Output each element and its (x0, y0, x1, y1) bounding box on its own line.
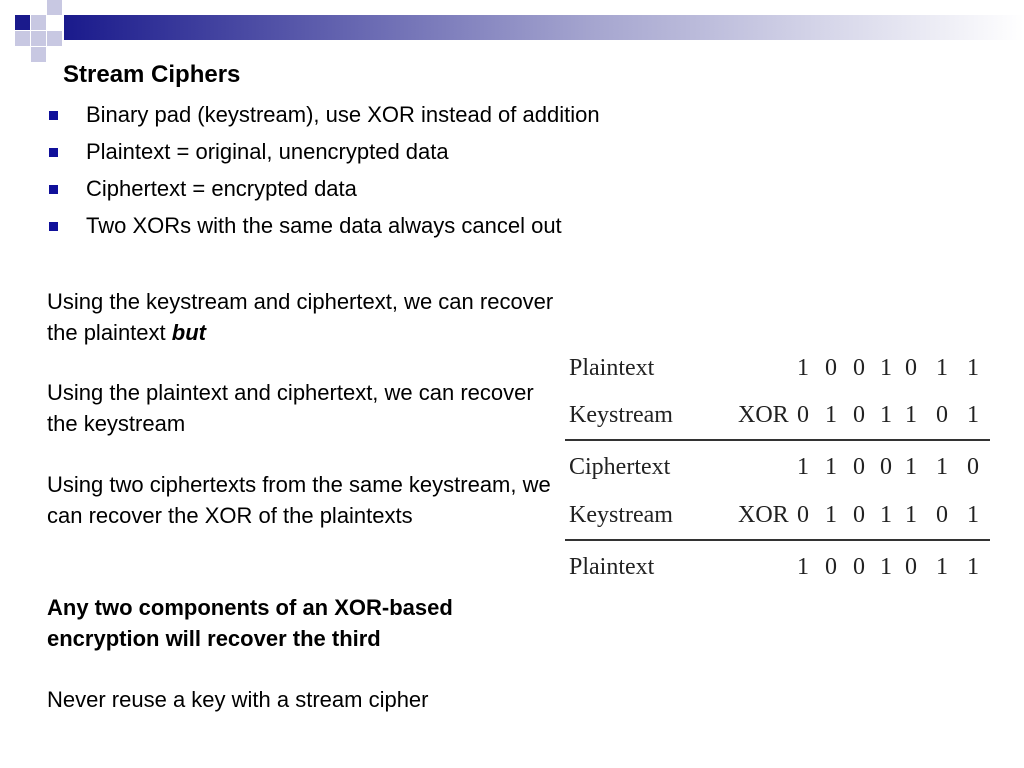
xor-bit: 0 (853, 355, 865, 381)
bullet-text: Two XORs with the same data always cance… (86, 213, 562, 238)
xor-bit: 0 (797, 402, 809, 428)
xor-bit: 1 (936, 454, 948, 480)
xor-bit: 1 (880, 554, 892, 580)
xor-bit: 0 (905, 355, 917, 381)
xor-bit: 1 (825, 502, 837, 528)
xor-bit: 1 (825, 454, 837, 480)
xor-bit: 0 (825, 554, 837, 580)
bullet-square-icon (49, 111, 58, 120)
xor-bit: 1 (936, 355, 948, 381)
bullet-item: Binary pad (keystream), use XOR instead … (46, 100, 600, 137)
xor-bit: 0 (853, 502, 865, 528)
deco-square (15, 15, 30, 30)
xor-bit: 0 (853, 402, 865, 428)
deco-square (31, 15, 46, 30)
paragraph-two-ciphertexts: Using two ciphertexts from the same keys… (47, 472, 551, 528)
xor-bit: 0 (967, 454, 979, 480)
xor-bit: 1 (880, 355, 892, 381)
xor-bit: 0 (853, 554, 865, 580)
xor-bit: 0 (936, 402, 948, 428)
bullet-item: Plaintext = original, unencrypted data (46, 137, 600, 174)
deco-square (31, 31, 46, 46)
bullet-square-icon (49, 185, 58, 194)
header-banner (64, 15, 1024, 40)
xor-bit: 0 (853, 454, 865, 480)
xor-divider-line (565, 539, 990, 541)
xor-operator: XOR (738, 402, 789, 428)
xor-row-label: Plaintext (569, 554, 655, 580)
xor-bit: 1 (936, 554, 948, 580)
bullet-square-icon (49, 148, 58, 157)
xor-bit: 1 (797, 554, 809, 580)
xor-bit: 1 (967, 502, 979, 528)
xor-row-label: Plaintext (569, 355, 655, 381)
xor-row-label: Ciphertext (569, 454, 671, 480)
bullet-item: Ciphertext = encrypted data (46, 174, 600, 211)
paragraph-any-two-components: Any two components of an XOR-based encry… (47, 595, 453, 651)
xor-operator: XOR (738, 502, 789, 528)
deco-square (47, 0, 62, 15)
slide-title: Stream Ciphers (63, 61, 241, 88)
paragraph-recover-keystream: Using the plaintext and ciphertext, we c… (47, 380, 534, 436)
bullet-item: Two XORs with the same data always cance… (46, 211, 600, 248)
xor-bit: 1 (905, 502, 917, 528)
xor-row-label: Keystream (569, 502, 673, 528)
xor-bit: 1 (905, 454, 917, 480)
xor-row-label: Keystream (569, 402, 673, 428)
xor-bit: 1 (905, 402, 917, 428)
bullet-list: Binary pad (keystream), use XOR instead … (46, 100, 600, 248)
xor-bit: 0 (905, 554, 917, 580)
bullet-text: Binary pad (keystream), use XOR instead … (86, 102, 600, 127)
emphasis-but: but (171, 320, 206, 345)
xor-bit: 0 (936, 502, 948, 528)
xor-bit: 1 (825, 402, 837, 428)
xor-divider-line (565, 439, 990, 441)
bullet-square-icon (49, 222, 58, 231)
xor-bit: 1 (880, 502, 892, 528)
xor-bit: 1 (967, 402, 979, 428)
deco-square (31, 47, 46, 62)
xor-bit: 0 (880, 454, 892, 480)
paragraph-text: Using the keystream and ciphertext, we c… (47, 289, 554, 345)
xor-bit: 1 (797, 454, 809, 480)
xor-bit: 1 (967, 355, 979, 381)
xor-bit: 1 (797, 355, 809, 381)
xor-bit: 0 (825, 355, 837, 381)
bullet-text: Ciphertext = encrypted data (86, 176, 357, 201)
paragraph-recover-plaintext: Using the keystream and ciphertext, we c… (47, 286, 557, 348)
paragraph-never-reuse-key: Never reuse a key with a stream cipher (47, 687, 429, 712)
bullet-text: Plaintext = original, unencrypted data (86, 139, 449, 164)
xor-bit: 1 (880, 402, 892, 428)
deco-square (47, 31, 62, 46)
xor-bit: 0 (797, 502, 809, 528)
header-decoration (15, 0, 1024, 62)
xor-bit: 1 (967, 554, 979, 580)
deco-square (15, 31, 30, 46)
